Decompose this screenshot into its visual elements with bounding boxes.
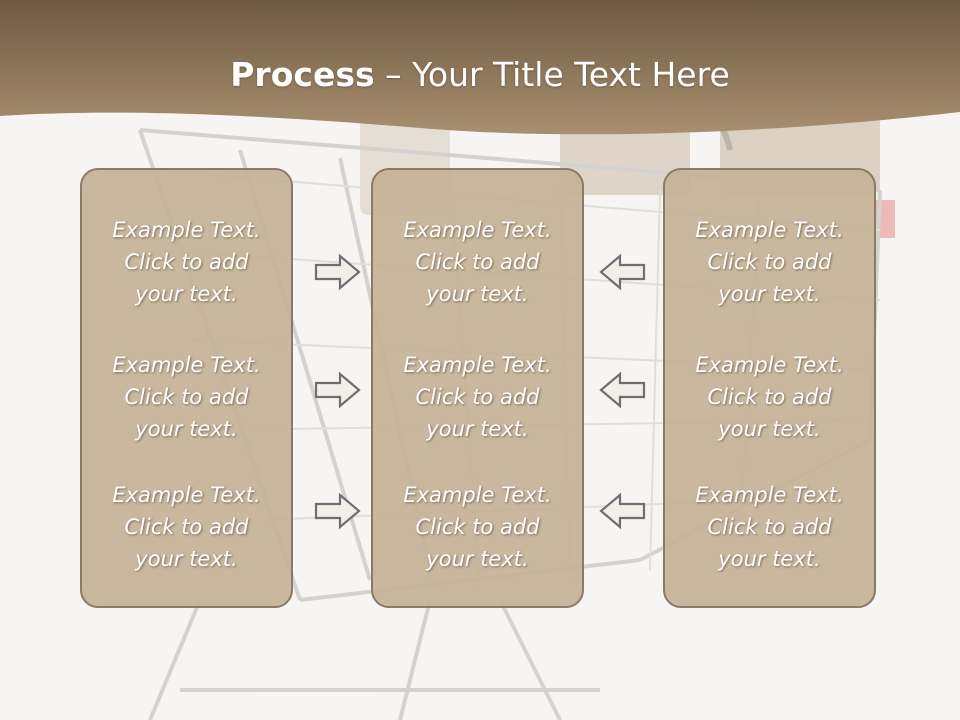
left-arrow-icon [599, 371, 646, 409]
text-line: Click to add [124, 385, 249, 409]
text-line: Example Text. [695, 353, 844, 377]
right-arrow-icon [314, 492, 361, 530]
text-line: your text. [135, 282, 238, 306]
text-line: your text. [718, 417, 821, 441]
text-line: Example Text. [403, 483, 552, 507]
page-title: Process – Your Title Text Here [0, 50, 960, 100]
process-panel-3[interactable]: Example Text. Click to add your text. Ex… [663, 168, 876, 608]
text-line: Click to add [707, 385, 832, 409]
text-line: your text. [426, 547, 529, 571]
text-block[interactable]: Example Text. Click to add your text. [373, 479, 582, 575]
left-arrow-icon [599, 492, 646, 530]
text-line: your text. [426, 417, 529, 441]
text-line: Click to add [707, 250, 832, 274]
right-arrow-icon [314, 253, 361, 291]
right-arrow-icon [314, 371, 361, 409]
text-block[interactable]: Example Text. Click to add your text. [82, 349, 291, 445]
text-line: Click to add [124, 515, 249, 539]
text-block[interactable]: Example Text. Click to add your text. [82, 214, 291, 310]
text-block[interactable]: Example Text. Click to add your text. [665, 214, 874, 310]
text-line: Example Text. [112, 353, 261, 377]
text-line: your text. [426, 282, 529, 306]
text-line: Click to add [415, 515, 540, 539]
text-line: Click to add [124, 250, 249, 274]
text-block[interactable]: Example Text. Click to add your text. [82, 479, 291, 575]
text-line: Click to add [707, 515, 832, 539]
header-band [0, 0, 960, 135]
text-line: your text. [718, 547, 821, 571]
text-line: Example Text. [403, 218, 552, 242]
text-line: Click to add [415, 250, 540, 274]
process-panel-2[interactable]: Example Text. Click to add your text. Ex… [371, 168, 584, 608]
text-line: Example Text. [695, 483, 844, 507]
text-line: Click to add [415, 385, 540, 409]
text-block[interactable]: Example Text. Click to add your text. [665, 349, 874, 445]
text-line: Example Text. [695, 218, 844, 242]
text-line: your text. [135, 417, 238, 441]
text-block[interactable]: Example Text. Click to add your text. [665, 479, 874, 575]
title-rest: – Your Title Text Here [385, 55, 730, 94]
text-line: Example Text. [112, 218, 261, 242]
title-bold: Process [230, 55, 375, 94]
text-block[interactable]: Example Text. Click to add your text. [373, 214, 582, 310]
text-block[interactable]: Example Text. Click to add your text. [373, 349, 582, 445]
text-line: your text. [135, 547, 238, 571]
process-panel-1[interactable]: Example Text. Click to add your text. Ex… [80, 168, 293, 608]
text-line: your text. [718, 282, 821, 306]
text-line: Example Text. [403, 353, 552, 377]
left-arrow-icon [599, 253, 646, 291]
text-line: Example Text. [112, 483, 261, 507]
